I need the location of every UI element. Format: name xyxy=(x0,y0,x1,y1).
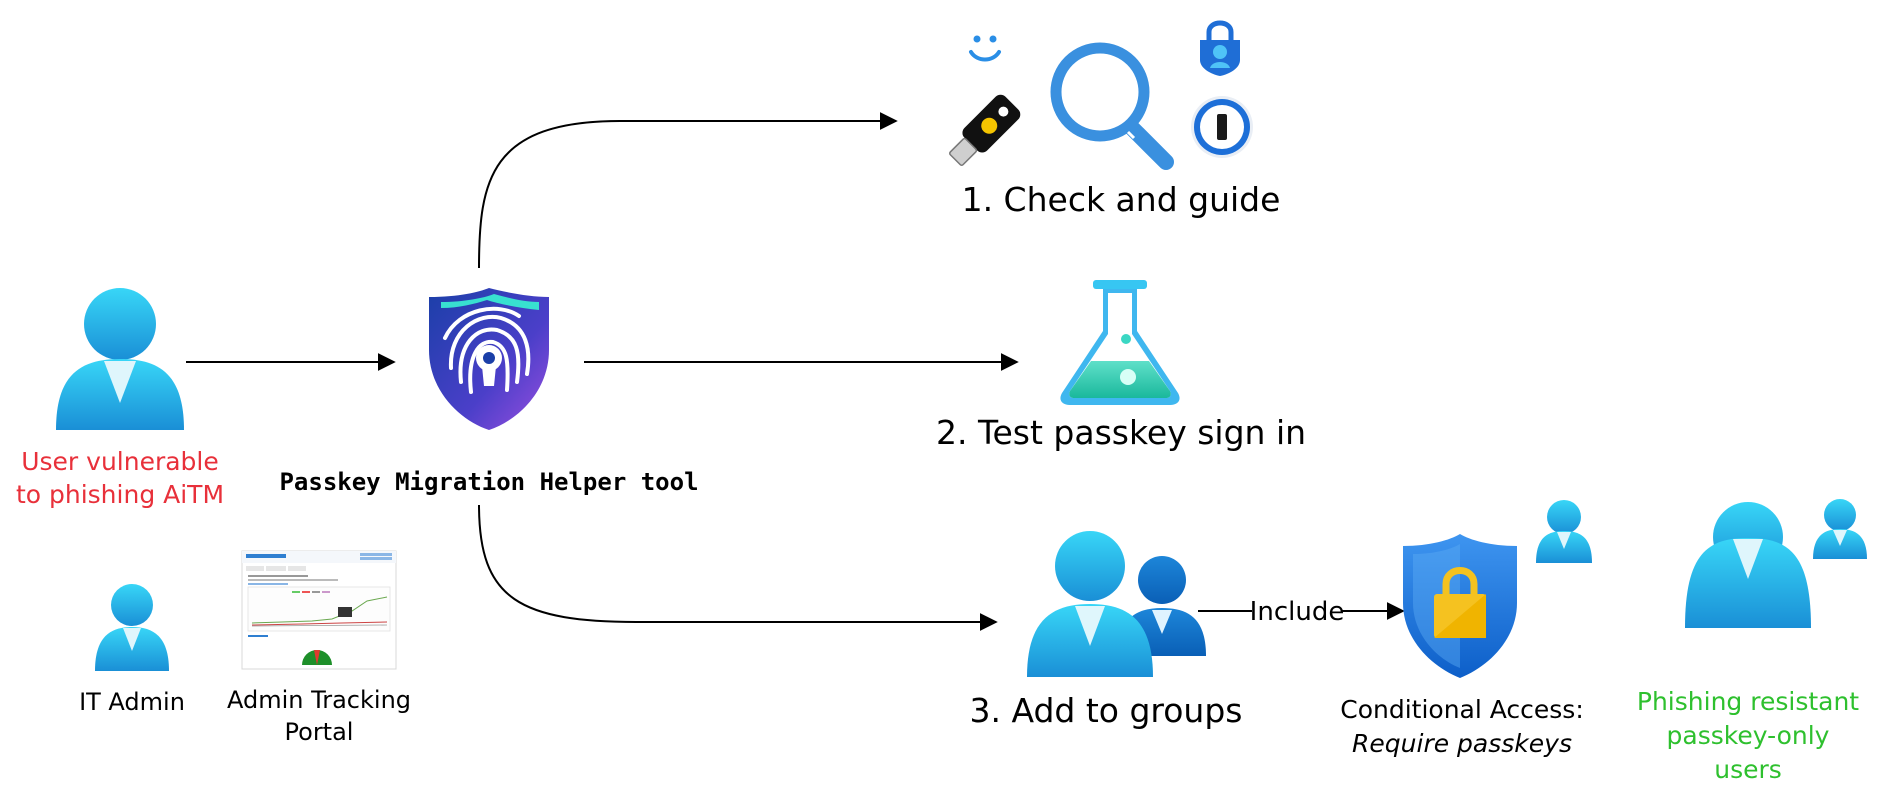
result-label-line1: Phishing resistant xyxy=(1637,687,1859,716)
smiley-icon xyxy=(969,35,1001,62)
flask-icon xyxy=(1060,280,1180,405)
portal-screenshot-icon xyxy=(241,550,397,670)
include-label: Include xyxy=(1250,597,1345,627)
person-icon xyxy=(56,288,184,430)
password-manager-icon xyxy=(1191,96,1253,158)
security-key-icon xyxy=(949,94,1021,166)
step-check-label: 1. Check and guide xyxy=(962,180,1281,219)
arrow-tool-to-check xyxy=(478,112,898,269)
person-icon xyxy=(1536,499,1867,628)
portal-label-line1: Admin Tracking xyxy=(227,686,411,714)
result-label-line2: passkey-only xyxy=(1667,721,1830,750)
admin-label: IT Admin xyxy=(79,688,185,716)
portal-label-line2: Portal xyxy=(285,718,354,746)
policy-label-line2: Require passkeys xyxy=(1352,729,1572,758)
user-label-line2: to phishing AiTM xyxy=(16,480,224,509)
magnifier-icon xyxy=(1050,42,1174,170)
authenticator-lock-icon xyxy=(1200,20,1240,76)
user-label-line1: User vulnerable xyxy=(21,447,219,476)
policy-label-line1: Conditional Access: xyxy=(1340,695,1584,724)
step-test-label: 2. Test passkey sign in xyxy=(936,413,1306,452)
person-icon xyxy=(95,584,169,671)
group-icon xyxy=(1027,531,1206,677)
arrow-tool-to-groups xyxy=(478,504,998,631)
step-groups-label: 3. Add to groups xyxy=(969,691,1242,730)
result-label-line3: users xyxy=(1714,755,1782,784)
fingerprint-shield-icon xyxy=(429,288,549,430)
tool-label: Passkey Migration Helper tool xyxy=(279,468,698,496)
lock-shield-icon xyxy=(1403,534,1517,678)
